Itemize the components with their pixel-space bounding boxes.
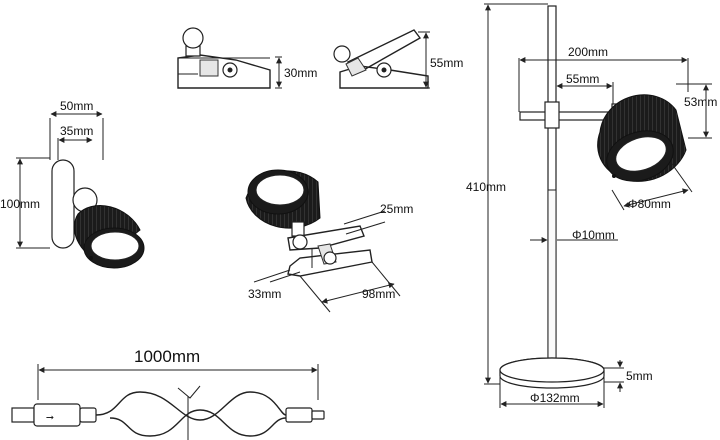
wall-mount-view: 50mm 35mm 100mm: [0, 99, 145, 269]
arm-width-label: 200mm: [568, 45, 608, 59]
wall-height-label: 100mm: [0, 197, 40, 211]
head-height-label: 53mm: [684, 95, 717, 109]
base-diameter-label: Φ132mm: [530, 391, 580, 405]
base-thickness-label: 5mm: [626, 369, 653, 383]
clip-length-label: 98mm: [362, 287, 395, 301]
clip-closed-view: 30mm: [177, 27, 317, 89]
clip-depth-label: 25mm: [380, 202, 413, 216]
clip-closed-height-label: 30mm: [284, 66, 317, 80]
floor-lamp-view: 410mm 200mm 55mm 53mm Φ80mm Φ10mm 5mm: [466, 3, 717, 408]
arm-offset-label: 55mm: [566, 72, 599, 86]
usb-cable-view: 1000mm ⭢: [11, 347, 325, 440]
cable-length-label: 1000mm: [134, 347, 200, 366]
clip-open-height-label: 55mm: [430, 56, 463, 70]
pole-diameter-label: Φ10mm: [572, 228, 615, 242]
clip-open-view: 55mm: [333, 29, 463, 89]
head-diameter-label: Φ80mm: [628, 197, 671, 211]
clip-height-label: 33mm: [248, 287, 281, 301]
wall-depth-label: 35mm: [60, 124, 93, 138]
clip-lamp-view: 25mm 33mm 98mm: [245, 169, 413, 313]
wall-width-label: 50mm: [60, 99, 93, 113]
usb-symbol-icon: ⭢: [46, 412, 54, 423]
total-height-label: 410mm: [466, 180, 506, 194]
